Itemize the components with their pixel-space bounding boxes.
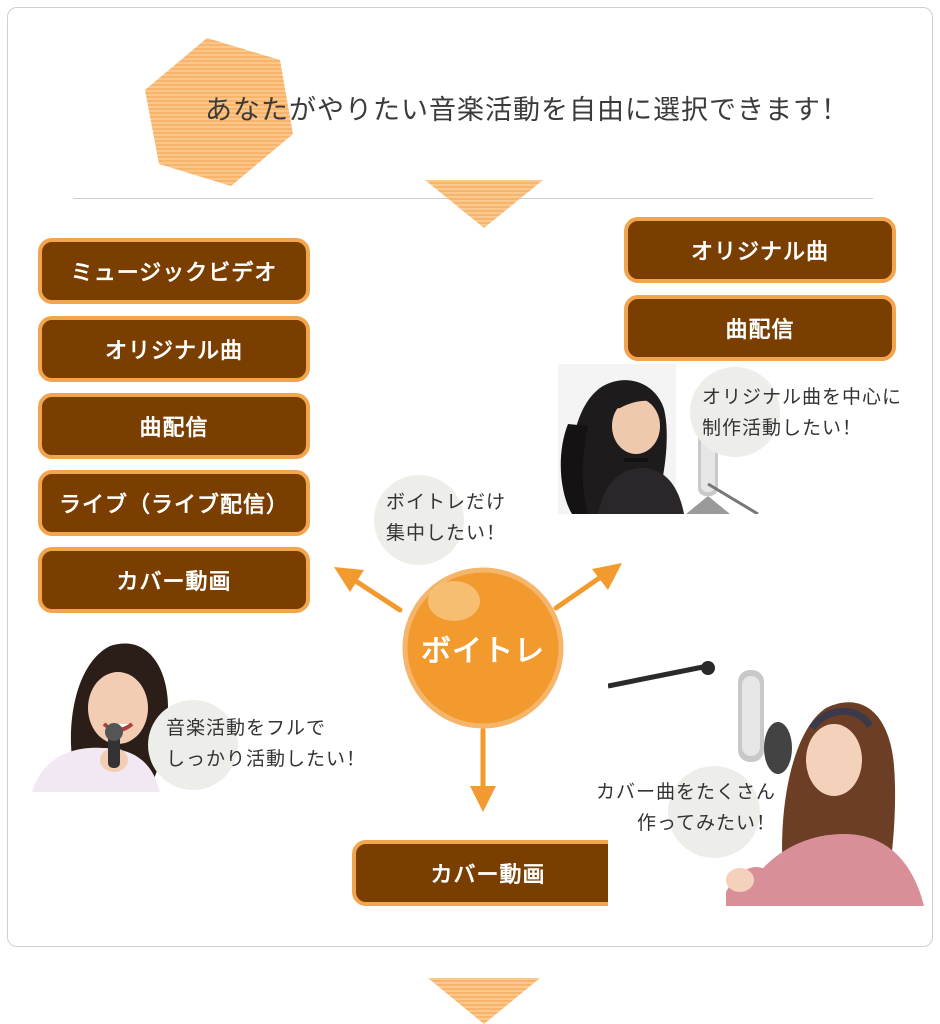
speech-text: ボイトレだけ 集中したい！ bbox=[386, 487, 506, 549]
singer-photo-cover bbox=[608, 656, 926, 906]
option-original-song-button[interactable]: オリジナル曲 bbox=[38, 316, 310, 382]
speech-line: 制作活動したい！ bbox=[702, 417, 863, 439]
option-cover-video-button[interactable]: カバー動画 bbox=[38, 547, 310, 613]
speech-line: カバー曲をたくさん bbox=[595, 781, 776, 803]
option-song-distribution-button[interactable]: 曲配信 bbox=[38, 393, 310, 459]
down-triangle-icon bbox=[428, 978, 540, 1024]
speech-line: 作ってみたい！ bbox=[636, 812, 776, 834]
option-music-video-button[interactable]: ミュージックビデオ bbox=[38, 238, 310, 304]
speech-bubble bbox=[668, 766, 760, 858]
down-triangle-icon bbox=[425, 180, 543, 228]
speech-text: カバー曲をたくさん 作ってみたい！ bbox=[556, 777, 776, 839]
hexagon-decoration bbox=[145, 38, 293, 186]
speech-text: オリジナル曲を中心に 制作活動したい！ bbox=[702, 382, 902, 444]
speech-text: 音楽活動をフルで しっかり活動したい！ bbox=[166, 713, 366, 775]
voice-training-circle[interactable] bbox=[402, 567, 564, 729]
option-original-song-button[interactable]: オリジナル曲 bbox=[624, 217, 896, 283]
speech-line: ボイトレだけ bbox=[386, 491, 507, 513]
speech-bubble bbox=[148, 700, 238, 790]
speech-line: 集中したい！ bbox=[386, 522, 507, 544]
speech-line: オリジナル曲を中心に bbox=[702, 386, 903, 408]
speech-bubble bbox=[374, 475, 464, 565]
center-label: ボイトレ bbox=[421, 634, 545, 669]
option-cover-video-button[interactable]: カバー動画 bbox=[352, 840, 624, 906]
option-live-button[interactable]: ライブ（ライブ配信） bbox=[38, 470, 310, 536]
speech-line: 音楽活動をフルで bbox=[166, 717, 327, 739]
speech-bubble bbox=[690, 367, 780, 457]
direction-arrows bbox=[334, 563, 622, 812]
speech-line: しっかり活動したい！ bbox=[166, 748, 367, 770]
page-title: あなたがやりたい音楽活動を自由に選択できます！ bbox=[205, 95, 849, 126]
option-song-distribution-button[interactable]: 曲配信 bbox=[624, 295, 896, 361]
